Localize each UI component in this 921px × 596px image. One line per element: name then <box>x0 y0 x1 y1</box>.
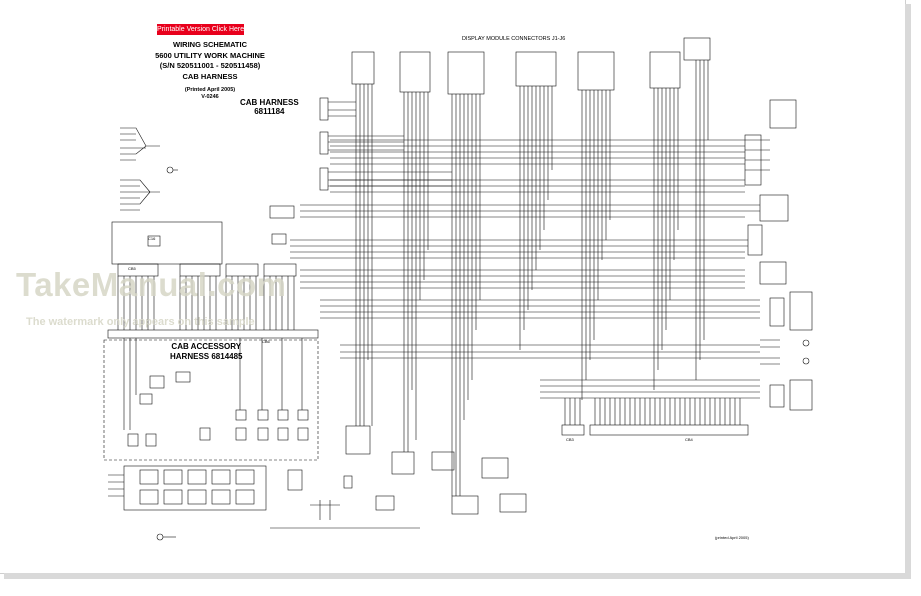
connector-label-cb5: CB5 <box>128 266 136 271</box>
page-shadow-right <box>905 4 911 577</box>
cab-accessory-number: HARNESS 6814485 <box>170 352 243 361</box>
cab-accessory-label: CAB ACCESSORY HARNESS 6814485 <box>170 342 242 362</box>
title-line-1: WIRING SCHEMATIC <box>172 40 248 49</box>
cab-harness-title: CAB HARNESS <box>240 98 299 107</box>
wiring-schematic-drawing <box>103 37 813 541</box>
display-module-header: DISPLAY MODULE CONNECTORS J1-J6 <box>462 36 566 42</box>
watermark-note: The watermark only appears on this sampl… <box>26 316 255 328</box>
page-shadow-bottom <box>4 573 911 579</box>
printed-date: (Printed April 2005) <box>184 87 236 93</box>
connector-label-cb4: CB4 <box>685 437 693 442</box>
connector-label-cb3: CB3 <box>566 437 574 442</box>
connector-label-cb6: CB6 <box>262 339 270 344</box>
document-code: V-0246 <box>201 94 219 100</box>
watermark-brand: TakeManual.com <box>16 266 287 303</box>
connector-label-c16: C16 <box>148 236 156 241</box>
footer-print-date: (printed April 2005) <box>715 535 749 540</box>
schematic-title-block: WIRING SCHEMATIC 5600 UTILITY WORK MACHI… <box>150 40 270 101</box>
title-line-2: 5600 UTILITY WORK MACHINE <box>155 50 265 60</box>
printable-version-button[interactable]: Printable Version Click Here <box>157 24 245 35</box>
title-line-4: CAB HARNESS <box>182 71 238 81</box>
title-line-3: (S/N 520511001 - 520511458) <box>159 61 261 70</box>
cab-harness-number: 6811184 <box>254 107 285 116</box>
cab-accessory-title: CAB ACCESSORY <box>171 342 242 351</box>
schematic-page <box>0 0 906 574</box>
cab-harness-label: CAB HARNESS 6811184 <box>240 98 299 116</box>
